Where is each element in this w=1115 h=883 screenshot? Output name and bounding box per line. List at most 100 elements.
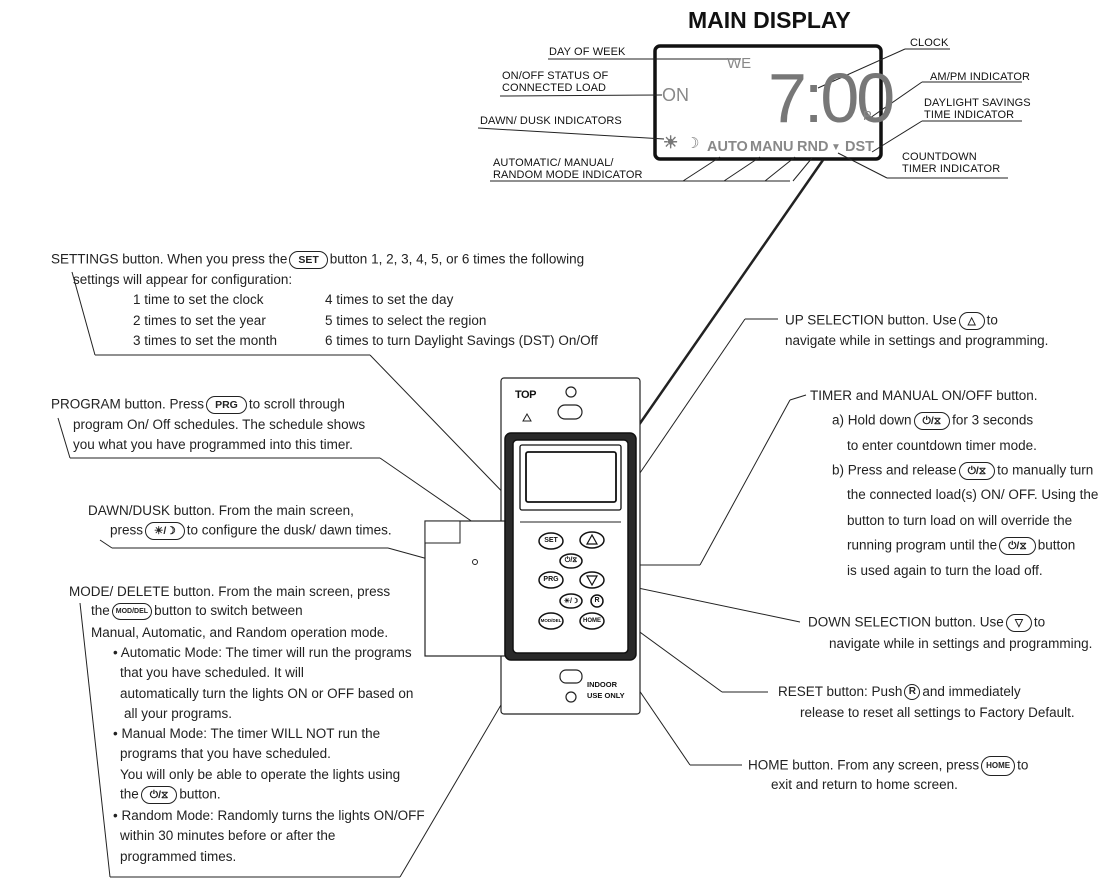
lcd-onoff: ON	[662, 85, 689, 105]
timer-b-1: b) Press and release⏻/⧖to manually turn	[832, 462, 1093, 480]
device-down-button	[579, 571, 605, 589]
mode-manual-3: You will only be able to operate the lig…	[120, 767, 401, 782]
mode-auto-1: • Automatic Mode: The timer will run the…	[113, 645, 412, 660]
timer-a-2: to enter countdown timer mode.	[847, 438, 1037, 453]
lcd-moon-icon: ☽	[686, 135, 700, 152]
settings-c1-3: 3 times to set the month	[133, 333, 278, 348]
down-button-icon: ▽	[1005, 614, 1032, 632]
timer-button-icon-mode: ⏻/⧖	[140, 786, 178, 804]
up-line-1: UP SELECTION button. Use△to	[785, 312, 998, 330]
mode-manual-1: • Manual Mode: The timer WILL NOT run th…	[113, 726, 381, 741]
settings-c2-3: 6 times to turn Daylight Savings (DST) O…	[325, 333, 598, 348]
mode-random-1: • Random Mode: Randomly turns the lights…	[113, 808, 425, 823]
timer-b-3: button to turn load on will override the	[847, 513, 1073, 528]
device-indoor-1: INDOOR	[587, 680, 617, 689]
callout-ampm: AM/PM INDICATOR	[930, 71, 1031, 83]
timer-button-icon-b: ⏻/⧖	[958, 462, 996, 480]
device-timer-button	[559, 553, 583, 569]
callout-dawn-dusk: DAWN/ DUSK INDICATORS	[480, 115, 622, 127]
device-prg-label: PRG	[543, 576, 559, 583]
settings-c1-1: 1 time to set the clock	[133, 292, 264, 307]
callout-countdown-2: TIMER INDICATOR	[902, 163, 1001, 175]
callout-dst-2: TIME INDICATOR	[924, 109, 1015, 121]
device-top-label: TOP	[515, 389, 536, 401]
lcd-manu: MANU	[750, 139, 794, 155]
settings-c2-2: 5 times to select the region	[325, 313, 487, 328]
reset-line-2: release to reset all settings to Factory…	[800, 705, 1075, 720]
timer-b-2: the connected load(s) ON/ OFF. Using the	[847, 487, 1099, 502]
timer-b-5: is used again to turn the load off.	[847, 563, 1043, 578]
lcd-dst: DST	[845, 139, 874, 155]
mode-random-2: within 30 minutes before or after the	[120, 828, 336, 843]
mode-random-3: programmed times.	[120, 849, 237, 864]
page-title: MAIN DISPLAY	[688, 7, 851, 33]
callout-countdown-1: COUNTDOWN	[902, 151, 977, 163]
dawn-dusk-button-icon: ☀/☽	[145, 522, 185, 540]
timer-button-icon-c: ⏻/⧖	[999, 537, 1036, 555]
mode-auto-2: that you have scheduled. It will	[120, 665, 304, 680]
home-button-icon: HOME	[981, 756, 1016, 776]
timer-a-1: a) Hold down⏻/⧖for 3 seconds	[832, 412, 1033, 430]
settings-c2-1: 4 times to set the day	[325, 292, 454, 307]
callout-mode-1: AUTOMATIC/ MANUAL/	[493, 157, 614, 169]
program-line-3: you what you have programmed into this t…	[73, 437, 353, 452]
set-button-icon: SET	[289, 251, 328, 269]
device-screen	[525, 451, 617, 503]
lcd-auto: AUTO	[707, 139, 748, 155]
device-timer-label: ⏻/⧖	[564, 557, 578, 564]
timer-line-1: TIMER and MANUAL ON/OFF button.	[810, 388, 1038, 403]
up-button-icon: △	[958, 312, 985, 330]
lcd-rnd: RND	[797, 139, 829, 155]
dawndusk-line-2: press☀/☽to configure the dusk/ dawn time…	[110, 522, 392, 540]
lcd-sun-icon: ☀	[663, 133, 679, 152]
home-line-2: exit and return to home screen.	[771, 777, 958, 792]
lcd-ampm: P	[863, 108, 872, 123]
callout-mode-2: RANDOM MODE INDICATOR	[493, 169, 643, 181]
callout-onoff-1: ON/OFF STATUS OF	[502, 70, 609, 82]
device-home-button	[579, 612, 605, 630]
lcd-time: 7:00	[768, 59, 895, 137]
device-reset-label: R	[594, 597, 600, 604]
mode-line-3: Manual, Automatic, and Random operation …	[91, 625, 389, 640]
program-line-2: program On/ Off schedules. The schedule …	[73, 417, 366, 432]
lcd-countdown-icon: ▼	[831, 142, 841, 153]
settings-c1-2: 2 times to set the year	[133, 313, 266, 328]
device-reset-button	[590, 594, 604, 608]
device-prg-button	[538, 571, 564, 589]
device-dawn-button	[559, 593, 583, 609]
mode-auto-3: automatically turn the lights ON or OFF …	[120, 686, 414, 701]
callout-day-of-week: DAY OF WEEK	[549, 46, 626, 58]
mode-manual-2: programs that you have scheduled.	[120, 746, 331, 761]
lcd-day: WE	[727, 55, 752, 72]
lcd-frame	[653, 44, 883, 161]
mode-auto-4: all your programs.	[124, 706, 233, 721]
mode-manual-4: the⏻/⧖button.	[120, 786, 221, 804]
callout-dst-1: DAYLIGHT SAVINGS	[924, 97, 1031, 109]
down-line-1: DOWN SELECTION button. Use▽to	[808, 614, 1045, 632]
device-home-label: HOME	[583, 618, 601, 624]
device-up-button	[579, 531, 605, 549]
device-moddel-label: MOD/DEL	[540, 618, 562, 623]
prg-button-icon: PRG	[206, 396, 247, 414]
callout-onoff-2: CONNECTED LOAD	[502, 82, 607, 94]
mode-line-1: MODE/ DELETE button. From the main scree…	[69, 584, 391, 599]
device-set-label: SET	[544, 537, 558, 544]
timer-b-4: running program until the⏻/⧖button	[847, 537, 1075, 555]
device-moddel-button	[538, 612, 564, 630]
reset-button-icon: R	[904, 684, 921, 701]
device-indoor-2: USE ONLY	[587, 691, 625, 700]
device-dawn-label: ☀/☽	[563, 598, 579, 605]
device-set-button	[538, 532, 564, 550]
timer-button-icon-a: ⏻/⧖	[913, 412, 951, 430]
dawndusk-line-1: DAWN/DUSK button. From the main screen,	[88, 503, 354, 518]
down-line-2: navigate while in settings and programmi…	[829, 636, 1093, 651]
settings-line-2: settings will appear for configuration:	[73, 272, 293, 287]
up-line-2: navigate while in settings and programmi…	[785, 333, 1049, 348]
callout-clock: CLOCK	[910, 37, 949, 49]
